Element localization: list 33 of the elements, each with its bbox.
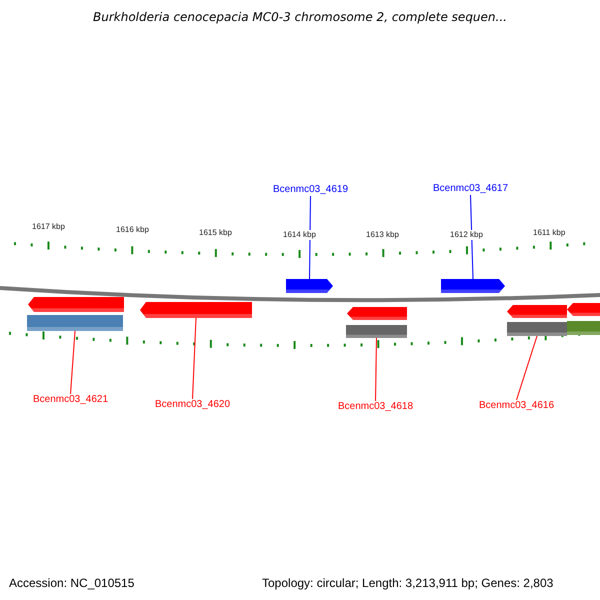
scale-label: 1614 kbp: [283, 230, 316, 240]
gene-bar: [27, 315, 123, 331]
scale-label: 1613 kbp: [366, 230, 399, 240]
gene-label: Bcenmc03_4616: [479, 400, 554, 412]
gene-feature: [347, 307, 407, 320]
leader-line: [309, 196, 311, 280]
gene-feature: [441, 279, 505, 293]
gene-label: Bcenmc03_4619: [273, 184, 348, 196]
scale-label: 1617 kbp: [32, 222, 65, 232]
gene-label: Bcenmc03_4621: [33, 394, 108, 406]
gene-feature: [286, 279, 333, 293]
leader-line: [470, 194, 474, 280]
gene-label: Bcenmc03_4618: [338, 401, 414, 413]
gene-feature: [140, 302, 252, 318]
scale-label: 1615 kbp: [199, 228, 232, 238]
gene-bar: [346, 325, 407, 338]
scale-label: 1616 kbp: [116, 225, 149, 235]
leader-line: [70, 330, 76, 394]
leader-line: [516, 336, 538, 400]
gene-feature: [507, 305, 567, 318]
scale-label: 1612 kbp: [450, 230, 483, 240]
leader-line: [375, 338, 377, 402]
gene-feature: [567, 303, 600, 316]
footer-text: Topology: circular; Length: 3,213,911 bp; Genes: 2,803: [262, 576, 554, 590]
gene-bar: [567, 321, 600, 335]
title: Burkholderia cenocepacia MC0-3 chromosome 2, complete sequen...: [92, 10, 508, 24]
gene-feature: [28, 297, 124, 312]
scale-label: 1611 kbp: [533, 228, 566, 238]
gene-label: Bcenmc03_4617: [433, 183, 508, 195]
gene-bar: [507, 322, 567, 336]
gene-label: Bcenmc03_4620: [155, 399, 230, 411]
leader-line: [192, 318, 196, 400]
footer-text: Accession: NC_010515: [9, 576, 134, 590]
